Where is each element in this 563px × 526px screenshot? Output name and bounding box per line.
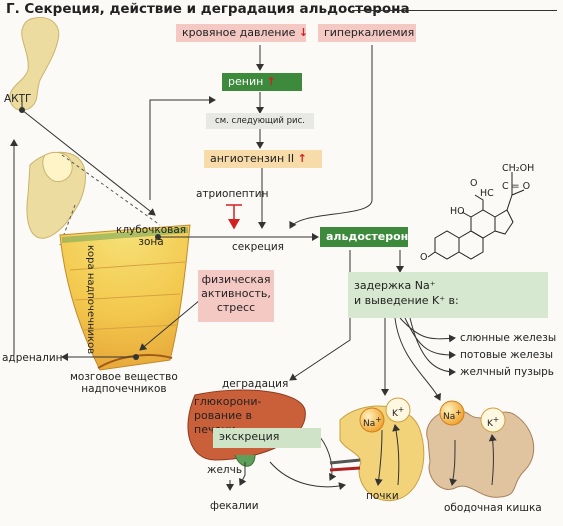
- page-title: Г. Секреция, действие и деградация альдо…: [6, 1, 410, 17]
- formula-co: C = O: [502, 181, 531, 192]
- up-arrow-icon: ↑: [266, 75, 277, 88]
- degradation-label: деградация: [222, 378, 289, 390]
- renin-label: ренин: [228, 75, 264, 88]
- bile-label: желчь: [207, 464, 243, 476]
- na-colon-label: Na+: [443, 408, 462, 422]
- formula-ho: HO: [450, 206, 465, 217]
- formula-o-top: O: [470, 178, 478, 189]
- see-next-box: см. следующий рис.: [206, 113, 314, 129]
- colon-label: ободочная кишка: [444, 502, 542, 514]
- k-kidney-circle: [385, 397, 411, 423]
- kidneys-label: почки: [366, 490, 399, 502]
- down-arrow-icon: ↓: [298, 26, 309, 39]
- physical-activity-box: физическая активность, стресс: [198, 270, 274, 322]
- zona-glom-label: клубочковая зона: [116, 224, 187, 248]
- feces-label: фекалии: [210, 500, 259, 512]
- na-kidney-circle: [359, 407, 385, 433]
- cortex-label: кора надпочечников: [85, 245, 96, 355]
- pituitary-gland: [9, 16, 60, 111]
- gallbladder: [234, 454, 256, 467]
- acth-label: АКТГ: [4, 93, 32, 105]
- formula-ch2oh: CH₂OH: [502, 163, 535, 174]
- aldosterone-box: альдостерон: [320, 227, 408, 247]
- na-kidney-label: Na+: [363, 415, 382, 429]
- gall-label: желчный пузырь: [460, 366, 554, 378]
- sweat-label: потовые железы: [460, 349, 554, 361]
- retention-label: задержка Na⁺ и выведение K⁺ в:: [354, 279, 459, 307]
- k-colon-label: K+: [487, 415, 500, 429]
- renin-box: ренин ↑: [222, 73, 302, 91]
- excretion-box: экскреция: [213, 428, 321, 448]
- hyperkalemia-box: гиперкалиемия: [318, 24, 416, 42]
- angiotensin-label: ангиотензин II: [210, 152, 295, 165]
- angiotensin-box: ангиотензин II ↑: [204, 150, 322, 168]
- retention-box: [348, 272, 548, 318]
- secretion-label: секреция: [232, 241, 284, 253]
- steroid-formula: [427, 172, 525, 260]
- medulla-label: мозговое вещество надпочечников: [70, 371, 178, 395]
- up-arrow-icon: ↑: [297, 152, 307, 165]
- na-colon-circle: [439, 400, 465, 426]
- formula-hc: HC: [480, 188, 494, 199]
- k-colon-circle: [480, 407, 506, 433]
- saliv-label: слюнные железы: [460, 332, 557, 344]
- adrenal-cap: [42, 152, 73, 183]
- glucuron-box: глюкорони- рование в печени: [194, 395, 262, 436]
- k-kidney-label: K+: [392, 405, 405, 419]
- atriopeptin-label: атриопептин: [196, 188, 269, 200]
- title-rule: [352, 10, 557, 11]
- blood-pressure-box: кровяное давление ↓: [176, 24, 309, 42]
- adrenalin-label: адреналин: [2, 352, 63, 364]
- blood-pressure-label: кровяное давление: [182, 26, 296, 39]
- formula-o-left: O: [420, 252, 428, 263]
